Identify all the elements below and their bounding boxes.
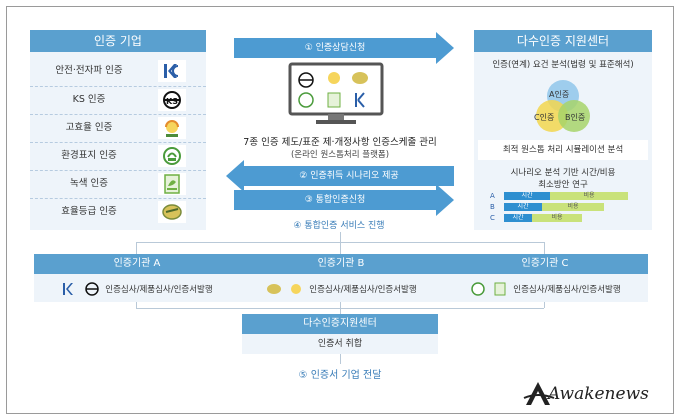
step2-label: ② 인증취득 시나리오 제공 <box>244 166 454 186</box>
left-item-label: 녹색 인증 <box>70 178 108 189</box>
watermark-text: Awakenews <box>548 384 649 404</box>
platform-monitor-icon <box>288 62 384 126</box>
svg-text:KS: KS <box>166 97 178 106</box>
platform-title: 7종 인증 제도/표준 제·개정사항 인증스케줄 관리 <box>243 137 437 148</box>
research-line2: 최소방안 연구 <box>538 180 588 190</box>
step1-label: ① 인증상담신청 <box>234 38 436 58</box>
institution-title: 인증기관 B <box>238 254 444 274</box>
left-item-label: 안전·전자파 인증 <box>55 65 123 76</box>
venn-b-label: B인증 <box>565 113 586 122</box>
left-item: 안전·전자파 인증 <box>30 58 206 84</box>
step2-arrow: ② 인증취득 시나리오 제공 <box>226 160 454 192</box>
final-step-label: ⑤ 인증서 기업 전달 <box>298 370 382 381</box>
step1-arrow: ① 인증상담신청 <box>234 32 454 64</box>
connector-line <box>340 354 341 364</box>
institution-row: 인증심사/제품심사/인증서발행 <box>34 276 240 302</box>
left-item: 효율등급 인증 <box>30 198 206 224</box>
left-item-label: KS 인증 <box>72 94 106 105</box>
institution-title: 인증기관 C <box>442 254 648 274</box>
high-efficiency-mark-icon <box>158 117 186 139</box>
green-cert-mark-icon <box>491 282 509 296</box>
multi-cert-support-center-panel: 다수인증 지원센터 인증(연계) 요건 분석(법령 및 표준해석) A인증 C인… <box>474 30 652 230</box>
connector-line <box>136 302 137 308</box>
bar-label-a: A <box>490 192 495 200</box>
bottom-title: 다수인증지원센터 <box>242 314 438 334</box>
left-item-label: 환경표지 인증 <box>61 150 117 161</box>
research-line1: 시나리오 분석 기반 시간/비용 <box>510 168 616 178</box>
institution-b-box: 인증기관 B 인증심사/제품심사/인증서발행 <box>238 254 444 302</box>
awakenews-logo-icon <box>523 382 555 405</box>
connector-line <box>544 242 545 254</box>
right-panel-title: 다수인증 지원센터 <box>474 30 652 52</box>
institution-text: 인증심사/제품심사/인증서발행 <box>513 285 621 295</box>
bar-c-cost: 비용 <box>532 214 582 222</box>
institution-text: 인증심사/제품심사/인증서발행 <box>309 285 417 295</box>
connector-line <box>340 242 341 254</box>
requirement-analysis-text: 인증(연계) 요건 분석(법령 및 표준해석) <box>492 60 634 70</box>
step4-label: ④ 통합인증 서비스 진행 <box>293 221 385 231</box>
bar-label-b: B <box>490 203 495 211</box>
institution-a-box: 인증기관 A 인증심사/제품심사/인증서발행 <box>34 254 240 302</box>
institution-title: 인증기관 A <box>34 254 240 274</box>
left-item: 고효율 인증 <box>30 114 206 140</box>
venn-c-label: C인증 <box>534 113 555 122</box>
left-item: 녹색 인증 <box>30 170 206 196</box>
eco-label-mark-icon <box>469 282 487 296</box>
left-item-label: 효율등급 인증 <box>61 206 117 217</box>
ks-mark-icon <box>83 282 101 296</box>
certified-companies-panel: 인증 기업 안전·전자파 인증 KS 인증 KS 고효율 인증 환경표지 인증 … <box>30 30 206 230</box>
institution-c-box: 인증기관 C 인증심사/제품심사/인증서발행 <box>442 254 648 302</box>
bar-a-cost: 비용 <box>550 192 628 200</box>
step3-label: ③ 통합인증신청 <box>234 190 436 210</box>
institution-row: 인증심사/제품심사/인증서발행 <box>238 276 444 302</box>
bar-b-time: 시간 <box>504 203 542 211</box>
platform-subtitle: (온라인 원스톱처리 플랫폼) <box>290 150 390 160</box>
left-item: KS 인증 KS <box>30 86 206 112</box>
bar-label-c: C <box>490 214 495 222</box>
simulation-analysis-text: 최적 원스톱 처리 시뮬레이션 분석 <box>478 140 648 160</box>
bottom-text: 인증서 취합 <box>317 339 363 349</box>
venn-a-label: A인증 <box>549 90 570 99</box>
bar-c-time: 시간 <box>504 214 532 222</box>
venn-diagram <box>536 80 590 132</box>
bar-b-cost: 비용 <box>542 203 604 211</box>
institution-row: 인증심사/제품심사/인증서발행 <box>442 276 648 302</box>
kc-mark-icon <box>61 282 79 296</box>
ks-mark-icon: KS <box>158 89 186 111</box>
connector-line <box>340 232 341 242</box>
connector-line <box>136 242 137 254</box>
left-item: 환경표지 인증 <box>30 142 206 168</box>
bar-a-time: 시간 <box>504 192 550 200</box>
step3-arrow: ③ 통합인증신청 <box>234 184 454 216</box>
efficiency-grade-mark-icon <box>265 282 283 296</box>
kc-mark-icon <box>158 60 186 82</box>
connector-line <box>136 308 544 309</box>
high-efficiency-mark-icon <box>287 282 305 296</box>
certificate-collection-box: 다수인증지원센터 인증서 취합 <box>242 314 438 354</box>
efficiency-grade-mark-icon <box>158 201 186 223</box>
connector-line <box>544 302 545 308</box>
left-item-label: 고효율 인증 <box>65 122 113 133</box>
institution-text: 인증심사/제품심사/인증서발행 <box>105 285 213 295</box>
left-panel-title: 인증 기업 <box>30 30 206 52</box>
eco-label-mark-icon <box>158 145 186 167</box>
green-cert-mark-icon <box>158 173 186 195</box>
